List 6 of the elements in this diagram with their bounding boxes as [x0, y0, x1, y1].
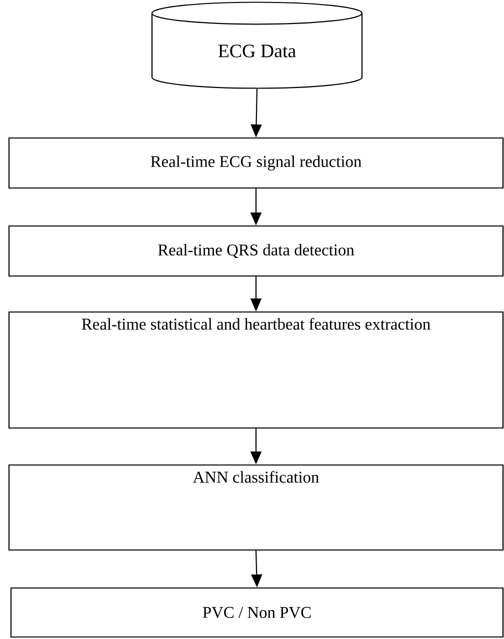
- process-box: Real-time ECG signal reduction: [8, 137, 504, 189]
- database-cylinder: ECG Data: [151, 2, 363, 89]
- process-box: Real-time QRS data detection: [8, 225, 504, 277]
- process-box: PVC / Non PVC: [10, 587, 504, 638]
- process-box: Real-time statistical and heartbeat features extraction: [8, 311, 504, 429]
- process-box: ANN classification: [8, 464, 504, 551]
